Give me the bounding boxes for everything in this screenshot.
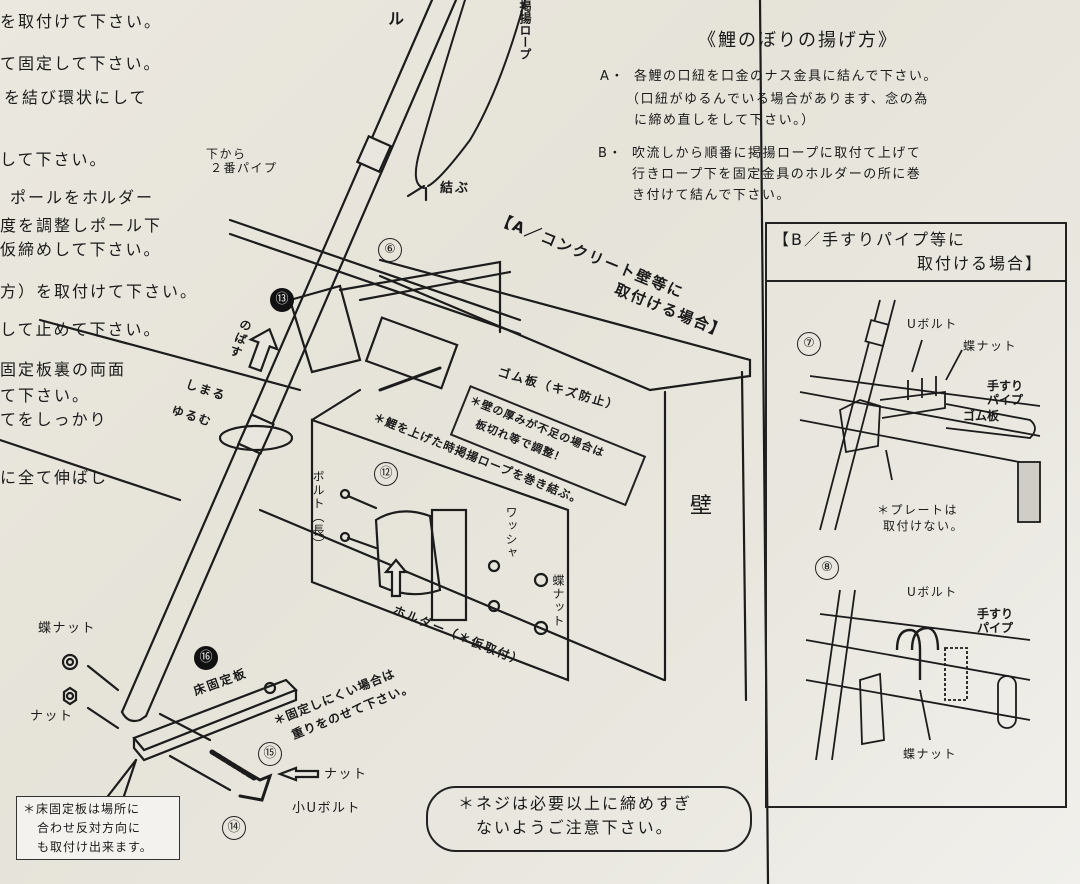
tie-label: 結ぶ — [440, 181, 471, 196]
washer-label: ワッシャ — [504, 506, 518, 560]
instruction-line: に全て伸ばし — [0, 468, 109, 487]
step-16-marker: ⑯ — [194, 646, 218, 670]
instruction-line: 度を調整しポール下 — [0, 216, 163, 235]
instruction-line: てをしっかり — [0, 410, 108, 429]
step-b-line: 行きロープ下を固定金具のホルダーの所に巻 — [632, 167, 922, 182]
plate-note: 取付けない。 — [883, 519, 965, 533]
step-7-marker: ⑦ — [797, 332, 821, 356]
second-pipe-label: ２番パイプ — [210, 161, 278, 175]
panel-b-title: 【B／手すりパイプ等に — [773, 230, 966, 249]
wing-nut-label: 蝶ナット — [38, 621, 97, 636]
step-14-marker: ⑭ — [222, 816, 246, 840]
handrail-label: パイプ — [987, 393, 1024, 407]
rubber-pad-label: ゴム板 — [963, 409, 1000, 423]
plate-note: ＊プレートは — [877, 503, 959, 517]
handrail-label: 手すり — [977, 607, 1014, 621]
step-a-marker: A・ — [600, 69, 625, 84]
instruction-line: て下さい。 — [0, 386, 91, 405]
note-line: 合わせ反対方向に — [37, 821, 142, 835]
note-line: ＊床固定板は場所に — [23, 802, 141, 816]
second-pipe-label: 下から — [206, 147, 247, 161]
wing-nut-label: 蝶ナット — [903, 747, 958, 761]
caution-line: ＊ネジは必要以上に締めすぎ — [458, 794, 693, 813]
instruction-line: ポールをホルダー — [10, 188, 155, 207]
long-bolt-label: ボルト（長） — [311, 470, 325, 551]
rope-label: 掲揚ロープ — [518, 0, 532, 60]
step-15-marker: ⑮ — [258, 742, 282, 766]
handrail-mount-panel: 【B／手すりパイプ等に 取付ける場合】 ⑦ Uボルト 蝶ナット 手すり パイプ … — [765, 222, 1067, 808]
u-bolt-label: Uボルト — [907, 317, 958, 331]
step-b-line: き付けて結んで下さい。 — [632, 188, 791, 203]
pole-label: ル — [385, 10, 404, 28]
step-b-marker: B・ — [598, 146, 623, 161]
instruction-line: して止めて下さい。 — [0, 320, 162, 339]
u-bolt-label: Uボルト — [907, 585, 958, 599]
instruction-line: て固定して下さい。 — [0, 54, 162, 73]
caution-note: ＊ネジは必要以上に締めすぎ ないようご注意下さい。 — [426, 786, 752, 852]
panel-b-header: 【B／手すりパイプ等に 取付ける場合】 — [767, 224, 1065, 282]
step-a-line: （口紐がゆるんでいる場合があります、念の為 — [626, 92, 929, 107]
instruction-line: 仮締めして下さい。 — [0, 240, 162, 259]
step-8-marker: ⑧ — [815, 556, 839, 580]
note-line: も取付け出来ます。 — [37, 840, 153, 854]
step-b-line: 吹流しから順番に掲揚ロープに取付て上げて — [632, 146, 922, 161]
nut-label: ナット — [30, 709, 74, 724]
panel-b-title: 取付ける場合】 — [917, 254, 1044, 273]
wing-nut-label: 蝶ナット — [963, 339, 1018, 353]
instruction-line: 固定板裏の両面 — [0, 360, 127, 379]
step-a-line: 各鯉の口紐を口金のナス金具に結んで下さい。 — [634, 69, 938, 84]
reverse-mount-note: ＊床固定板は場所に 合わせ反対方向に も取付け出来ます。 — [16, 796, 180, 860]
instruction-line: を取付けて下さい。 — [0, 12, 163, 31]
step-a-line: に締め直しをして下さい。） — [634, 113, 816, 128]
wing-nut-label: 蝶ナット — [551, 574, 565, 628]
handrail-label: 手すり — [987, 379, 1024, 393]
small-u-bolt-label: 小Uボルト — [292, 801, 362, 816]
step-6-marker: ⑥ — [378, 238, 402, 262]
instruction-line: して下さい。 — [0, 150, 108, 169]
section-title: 《鯉のぼりの揚げ方》 — [698, 30, 898, 51]
nut-arrow-label: ナット — [324, 767, 368, 782]
handrail-label: パイプ — [977, 621, 1014, 635]
step-12-marker: ⑫ — [374, 462, 398, 486]
instruction-line: を結び環状にして — [4, 88, 148, 107]
caution-line: ないようご注意下さい。 — [476, 818, 674, 837]
wall-label: 壁 — [690, 494, 715, 519]
step-13-marker: ⑬ — [270, 288, 294, 312]
instruction-line: 方）を取付けて下さい。 — [0, 282, 199, 301]
